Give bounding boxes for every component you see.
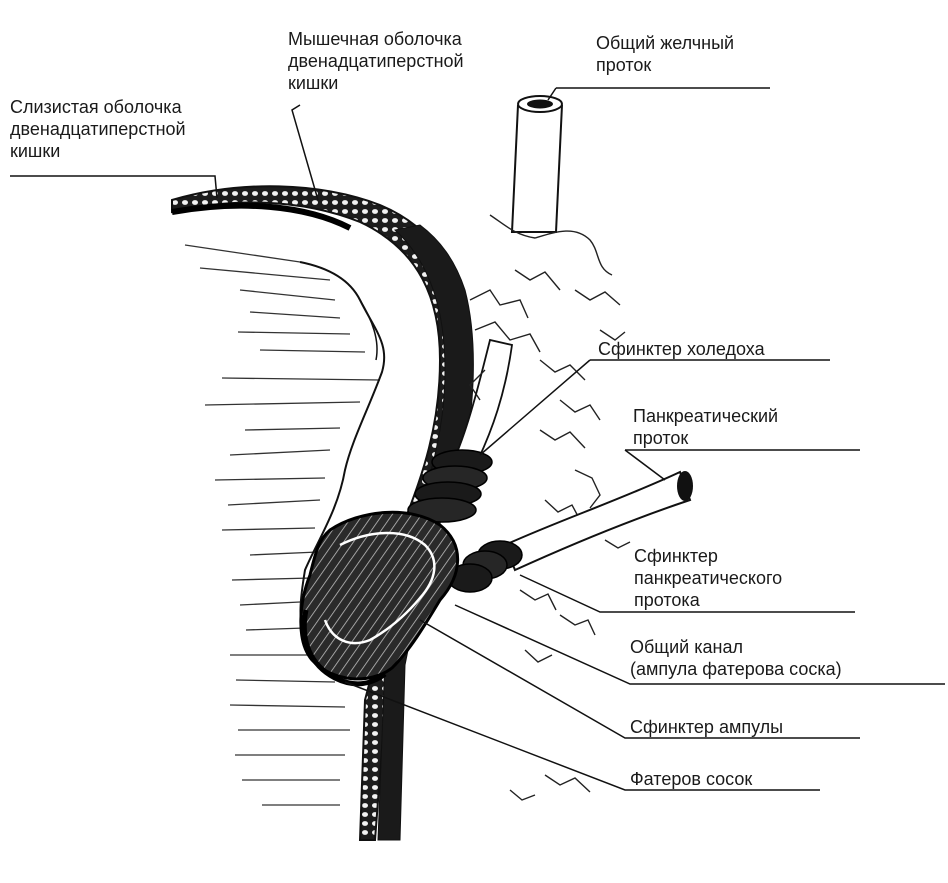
pancreatic-duct-tube [503, 470, 693, 572]
label-mucosa: Слизистая оболочка двенадцатиперстной ки… [10, 96, 186, 162]
label-common-channel: Общий канал (ампула фатерова соска) [630, 636, 842, 680]
common-channel-lumen [323, 531, 436, 645]
label-pancreatic-sphincter: Сфинктер панкреатического протока [634, 545, 782, 611]
label-mucosa-line-1: Слизистая оболочка [10, 97, 182, 117]
label-choledoch-sphincter: Сфинктер холедоха [598, 338, 765, 360]
label-mucosa-line-2: двенадцатиперстной [10, 119, 186, 139]
bile-duct-tube [510, 95, 563, 233]
label-pancreatic-duct: Панкреатический проток [633, 405, 778, 449]
label-common-channel-line-2: (ампула фатерова соска) [630, 659, 842, 679]
label-bile-duct-line-1: Общий желчный [596, 33, 735, 53]
label-ampulla-sphincter: Сфинктер ампулы [630, 716, 783, 738]
label-choledoch-sphincter-line-1: Сфинктер холедоха [598, 339, 765, 359]
label-bile-duct-line-2: проток [596, 55, 652, 75]
label-ampulla-sphincter-line-1: Сфинктер ампулы [630, 717, 784, 737]
label-muscular-line-1: Мышечная оболочка [288, 29, 462, 49]
ampulla [299, 510, 460, 681]
label-muscular-line-3: кишки [288, 73, 339, 93]
label-common-channel-line-1: Общий канал [630, 637, 743, 657]
label-vater-papilla: Фатеров сосок [630, 768, 752, 790]
pancreatic-tissue [469, 214, 631, 801]
label-bile-duct: Общий желчный проток [596, 32, 734, 76]
label-pancreatic-sphincter-line-3: протока [634, 590, 700, 610]
label-pancreatic-sphincter-line-1: Сфинктер [634, 546, 718, 566]
label-mucosa-line-3: кишки [10, 141, 61, 161]
mucosa-surface [171, 202, 352, 231]
vater-papilla-tip [301, 609, 387, 687]
mucosa-edge [299, 261, 386, 641]
mucosa-folds [184, 244, 381, 806]
label-pancreatic-duct-line-2: проток [633, 428, 689, 448]
label-pancreatic-sphincter-line-2: панкреатического [634, 568, 783, 588]
label-muscular: Мышечная оболочка двенадцатиперстной киш… [288, 28, 464, 94]
choledoch-sphincter-rings [407, 449, 493, 523]
leader-lines [10, 87, 945, 791]
pancreatic-sphincter-rings [447, 540, 523, 593]
label-muscular-line-2: двенадцатиперстной [288, 51, 464, 71]
label-vater-papilla-line-1: Фатеров сосок [630, 769, 753, 789]
label-pancreatic-duct-line-1: Панкреатический [633, 406, 779, 426]
